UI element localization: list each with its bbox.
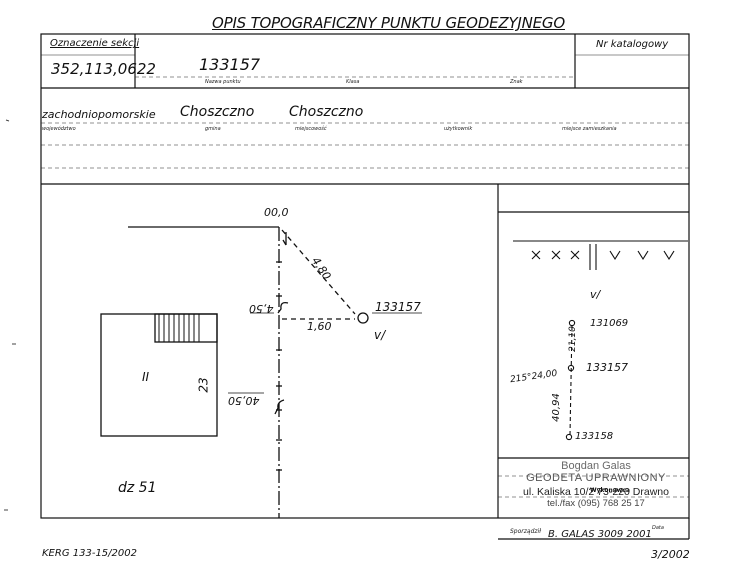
user-label: użytkownik — [444, 126, 473, 132]
loc-mark-top: v/ — [590, 288, 601, 301]
loc-point-top: 131069 — [590, 318, 629, 329]
stamp-address: ul. Kaliska 10/2 73-220 Drawno — [523, 486, 669, 498]
loc-point-mid: 133157 — [586, 361, 628, 374]
residence-label: miejsce zamieszkania — [562, 126, 617, 132]
commune-label: gmina — [205, 126, 221, 132]
document-reference: KERG 133-15/2002 — [42, 548, 137, 559]
loc-point-bottom: 133158 — [575, 431, 614, 442]
sign-label: Znak — [510, 79, 523, 85]
stamp-title: GEODETA UPRAWNIONY — [526, 472, 666, 484]
class-label: Klasa — [346, 79, 360, 85]
form-title: OPIS TOPOGRAFICZNY PUNKTU GEODEZYJNEGO — [212, 14, 565, 32]
voivodeship-label: województwo — [42, 126, 76, 132]
voivodeship-value: zachodniopomorskie — [42, 108, 156, 121]
locality-label: miejscowość — [295, 126, 327, 132]
prepared-value: B. GALAS 3009 2001 — [548, 529, 652, 540]
sketch-diagonal-line — [281, 229, 356, 315]
geodetic-point-marker — [357, 312, 369, 324]
stamp-name: Bogdan Galas — [561, 460, 631, 472]
stamp-phone: tel./fax (095) 768 25 17 — [547, 498, 645, 509]
offset-measure: 1,60 — [307, 320, 332, 333]
left-measure: 4,50 — [249, 302, 274, 315]
date-label: Data — [652, 525, 664, 531]
building-number: II — [142, 370, 150, 384]
loc-dist-top: 21,10 — [567, 326, 578, 352]
loc-dist-bottom: 40,94 — [550, 393, 562, 422]
building-dimension: 23 — [196, 377, 211, 393]
point-id-label: 133157 — [375, 300, 421, 314]
prepared-label: Sporządził — [510, 528, 541, 535]
surveyor-stamp: Bogdan Galas GEODETA UPRAWNIONY ul. Kali… — [505, 459, 687, 519]
point-name-value: 133157 — [199, 55, 261, 74]
catalog-label: Nr katalogowy — [596, 39, 669, 50]
commune-value: Choszczno — [180, 104, 255, 120]
section-value: 352,113,0622 — [51, 60, 156, 78]
point-mark-label: v/ — [374, 328, 386, 342]
point-name-label: Nazwa punktu — [205, 79, 241, 85]
stamp-overlay: Wykonawca — [590, 487, 630, 494]
footer-date: 3/2002 — [651, 548, 690, 561]
top-measure: 00,0 — [264, 206, 289, 219]
lower-measure: 40,50 — [228, 394, 260, 407]
locality-value: Choszczno — [289, 104, 364, 120]
parcel-label: dz 51 — [118, 480, 157, 496]
section-label: Oznaczenie sekcji — [50, 38, 140, 49]
